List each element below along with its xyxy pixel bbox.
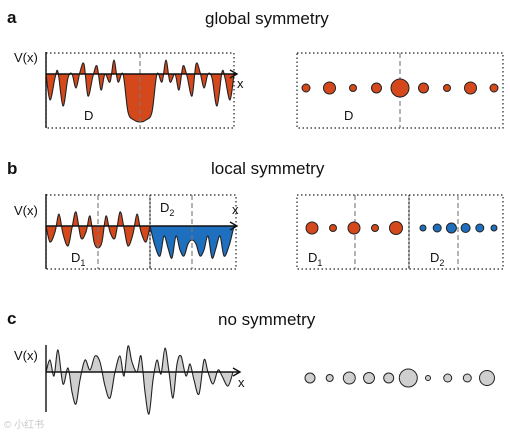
panel-c-atom-chain <box>304 368 495 388</box>
panel-a-letter: a <box>7 8 17 27</box>
panel-b-chain-d1-label: D1 <box>308 250 322 268</box>
atom <box>342 371 356 385</box>
panel-b-chain-d1-sub: 1 <box>317 258 322 268</box>
panel-c-xlabel: x <box>238 375 245 390</box>
atom <box>398 368 418 388</box>
panel-b-chain-d1-main: D <box>308 250 317 265</box>
atom <box>389 221 403 235</box>
atom <box>489 83 499 93</box>
atom <box>432 223 442 233</box>
panel-c-title: no symmetry <box>218 310 316 329</box>
panel-c-ylabel: V(x) <box>14 348 38 363</box>
panel-a-x-arrow-icon <box>229 69 239 79</box>
panel-a-title: global symmetry <box>205 9 329 28</box>
atom <box>479 370 495 386</box>
panel-a-atom-chain <box>301 78 499 98</box>
atom <box>371 82 382 94</box>
atom <box>418 82 429 94</box>
panel-c-letter: c <box>7 309 16 328</box>
panel-b-atom-chain <box>305 221 498 235</box>
panel-b-ylabel: V(x) <box>14 203 38 218</box>
panel-b: b local symmetry V(x) x D1 D2 D1 D2 <box>7 159 504 270</box>
panel-b-xlabel: x <box>232 202 239 217</box>
atom <box>323 81 336 95</box>
atom <box>460 223 471 233</box>
panel-a-ylabel: V(x) <box>14 50 38 65</box>
atom <box>305 221 319 235</box>
atom <box>445 222 457 234</box>
atom <box>490 224 498 232</box>
atom <box>347 221 361 235</box>
atom <box>390 78 410 98</box>
atom <box>462 373 472 383</box>
atom <box>325 374 334 382</box>
panel-a-xlabel: x <box>237 76 244 91</box>
atom <box>371 224 379 232</box>
panel-a: a global symmetry V(x) x D D <box>7 8 504 129</box>
panel-b-d2-sub: 2 <box>169 208 174 218</box>
panel-c-potential-wave <box>45 345 234 415</box>
atom <box>301 83 311 93</box>
atom <box>475 223 485 233</box>
watermark: © 小红书 <box>4 418 44 431</box>
atom <box>464 81 477 95</box>
atom <box>349 84 357 92</box>
panel-b-chain-d2-sub: 2 <box>439 258 444 268</box>
panel-b-d1-main: D <box>71 250 80 265</box>
panel-c-x-arrow-icon <box>232 367 242 377</box>
atom <box>304 372 316 384</box>
panel-b-chain-d2-main: D <box>430 250 439 265</box>
panel-a-chain-domain-label: D <box>344 108 353 123</box>
panel-b-d2-label: D2 <box>160 200 174 218</box>
panel-b-title: local symmetry <box>211 159 325 178</box>
panel-b-x-arrow-icon <box>229 221 239 231</box>
panel-b-chain-box-d2 <box>408 194 504 270</box>
atom <box>383 372 395 384</box>
panel-b-d1-sub: 1 <box>80 258 85 268</box>
atom <box>329 224 337 232</box>
panel-c: c no symmetry V(x) x <box>7 309 495 415</box>
atom <box>419 224 427 232</box>
panel-b-chain-box-d1 <box>296 194 410 270</box>
atom <box>443 373 453 383</box>
panel-a-domain-label: D <box>84 108 93 123</box>
panel-b-d1-label: D1 <box>71 250 85 268</box>
panel-b-letter: b <box>7 159 17 178</box>
panel-b-d2-main: D <box>160 200 169 215</box>
panel-b-chain-d2-label: D2 <box>430 250 444 268</box>
atom <box>443 84 451 92</box>
atom <box>363 372 375 384</box>
atom <box>425 375 431 381</box>
